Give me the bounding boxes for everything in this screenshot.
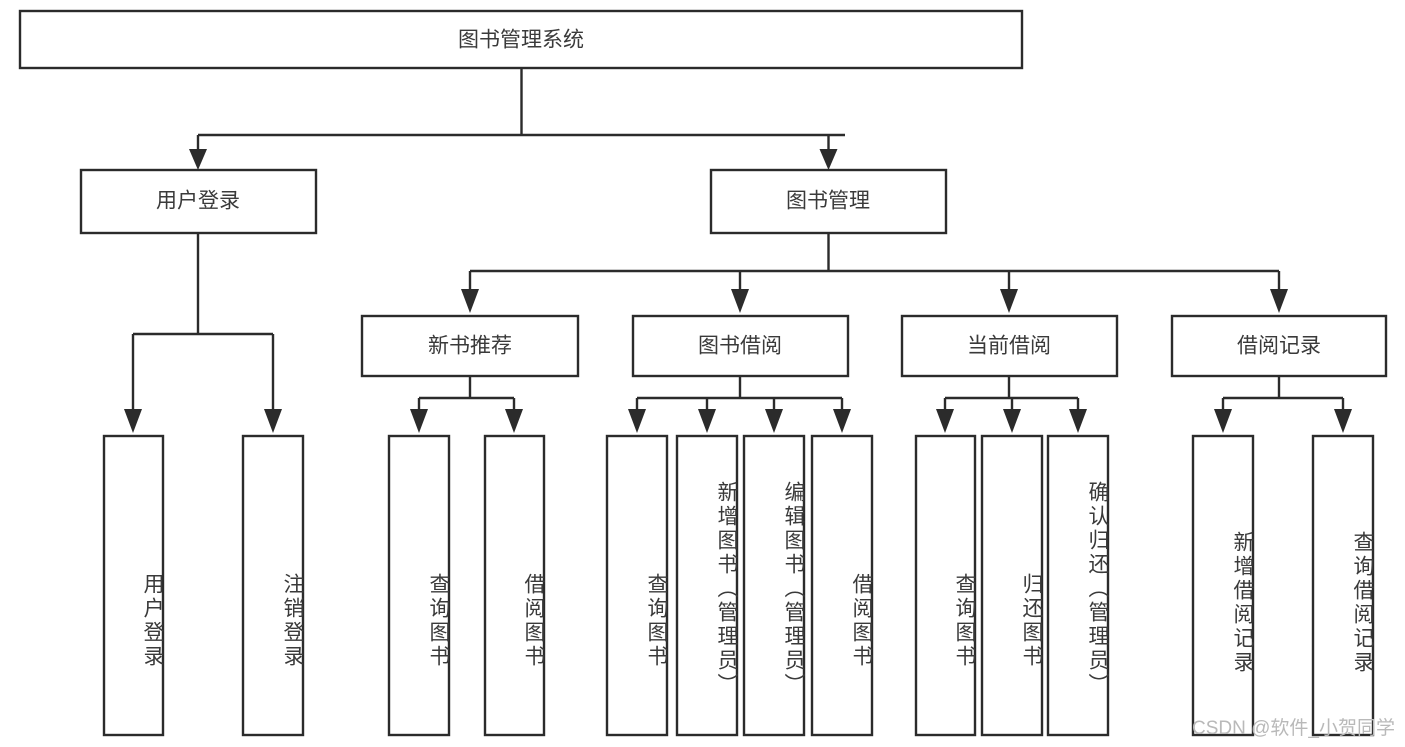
connector-layer [124,68,1352,433]
node-leaf-borrow-book-a[interactable] [483,434,546,737]
node-leaf-return-book[interactable] [980,434,1044,737]
node-book-management[interactable] [709,168,948,235]
node-leaf-logout[interactable] [241,434,305,737]
node-leaf-query-borrow-record[interactable] [1311,434,1375,737]
node-leaf-user-login[interactable] [102,434,165,737]
arrowhead-newbook-leaf-1 [410,409,428,433]
node-new-book-recommend[interactable] [360,314,580,378]
arrowhead-currentborrow-leaf-1 [936,409,954,433]
arrowhead-bookborrow-leaf-3 [765,409,783,433]
arrowhead-new-book [461,289,479,313]
node-book-borrow-label: 图书借阅 [698,335,782,358]
node-leaf-borrow-book-b[interactable] [810,434,874,737]
node-book-borrow[interactable] [631,314,850,378]
node-root-system-label: 图书管理系统 [458,29,584,52]
arrowhead-leaf-user-login [124,409,142,433]
node-borrow-record[interactable] [1170,314,1388,378]
arrowhead-current-borrow [1000,289,1018,313]
node-current-borrow[interactable] [900,314,1119,378]
node-book-management-label: 图书管理 [786,190,870,213]
arrowhead-borrow-record [1270,289,1288,313]
arrowhead-bookborrow-leaf-1 [628,409,646,433]
arrowhead-currentborrow-leaf-3 [1069,409,1087,433]
arrowhead-borrowrecord-leaf-1 [1214,409,1232,433]
arrowhead-bookborrow-leaf-2 [698,409,716,433]
csdn-watermark: CSDN @软件_小贺同学 [1192,718,1395,739]
node-leaf-add-book-admin[interactable] [675,434,739,737]
node-leaf-query-book-c[interactable] [914,434,977,737]
node-user-login[interactable] [79,168,318,235]
node-borrow-record-label: 借阅记录 [1237,335,1321,358]
arrowhead-newbook-leaf-2 [505,409,523,433]
arrowhead-leaf-logout [264,409,282,433]
arrowhead-borrowrecord-leaf-2 [1334,409,1352,433]
arrowhead-book-mgmt [819,149,838,170]
arrowhead-user-login [189,149,207,170]
node-leaf-confirm-return-admin[interactable] [1046,434,1110,737]
arrowhead-bookborrow-leaf-4 [833,409,851,433]
node-leaf-query-book-a[interactable] [387,434,451,737]
node-user-login-label: 用户登录 [156,190,240,213]
node-leaf-edit-book-admin[interactable] [742,434,806,737]
arrowhead-book-borrow [731,289,749,313]
node-current-borrow-label: 当前借阅 [967,335,1051,358]
node-leaf-add-borrow-record[interactable] [1191,434,1255,737]
node-new-book-recommend-label: 新书推荐 [428,335,512,358]
node-leaf-query-book-b[interactable] [605,434,669,737]
node-root-system[interactable] [18,9,1024,70]
arrowhead-currentborrow-leaf-2 [1003,409,1021,433]
node-layer: 图书管理系统 用户登录 图书管理 新书推荐 图书借阅 当前借阅 借阅记录 [18,9,1388,737]
